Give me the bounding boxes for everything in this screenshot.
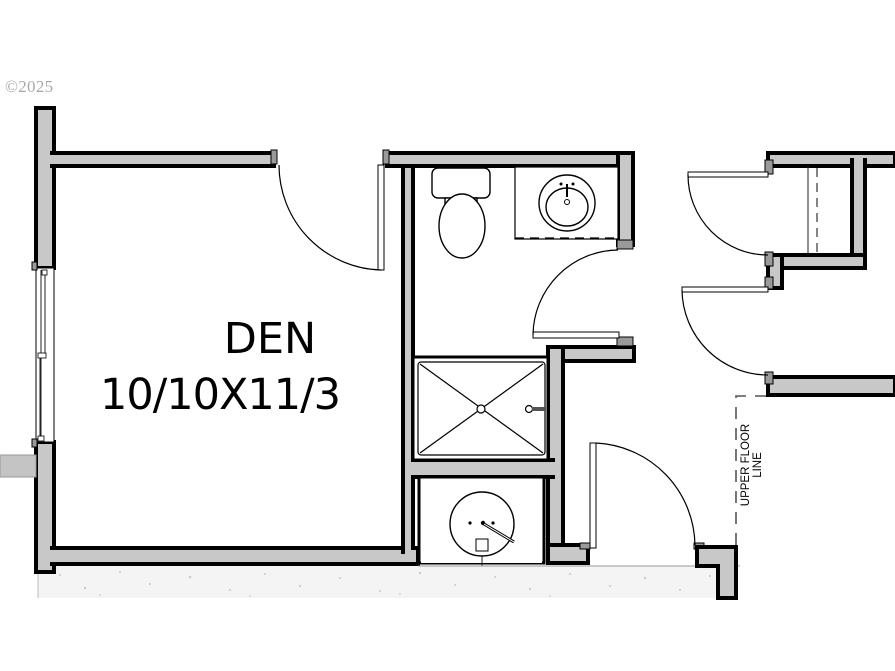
den-door[interactable] — [270, 149, 390, 271]
exterior-pipe — [0, 454, 37, 478]
den-window — [31, 261, 55, 448]
copyright-watermark: ©2025 — [5, 77, 54, 96]
upper-floor-label-line2: LINE — [752, 452, 764, 478]
shower — [411, 355, 550, 462]
closet-door-2[interactable] — [681, 276, 774, 385]
water-heater — [417, 475, 740, 567]
upper-floor-label: UPPER FLOOR LINE — [740, 424, 764, 506]
den-room-dimensions: 10/10X11/3 — [100, 370, 341, 420]
den-room-name: DEN — [223, 314, 317, 364]
right-wall-stub — [695, 545, 738, 600]
exterior-concrete — [37, 566, 738, 598]
toilet — [431, 167, 491, 259]
utility-door[interactable] — [579, 442, 705, 550]
sink-vanity — [514, 166, 619, 240]
upper-floor-label-line1: UPPER FLOOR — [740, 423, 752, 507]
bath-door[interactable] — [532, 239, 634, 347]
closet-door-1[interactable] — [687, 159, 774, 267]
upper-floor-line — [735, 395, 770, 545]
closet-walls — [766, 151, 895, 397]
